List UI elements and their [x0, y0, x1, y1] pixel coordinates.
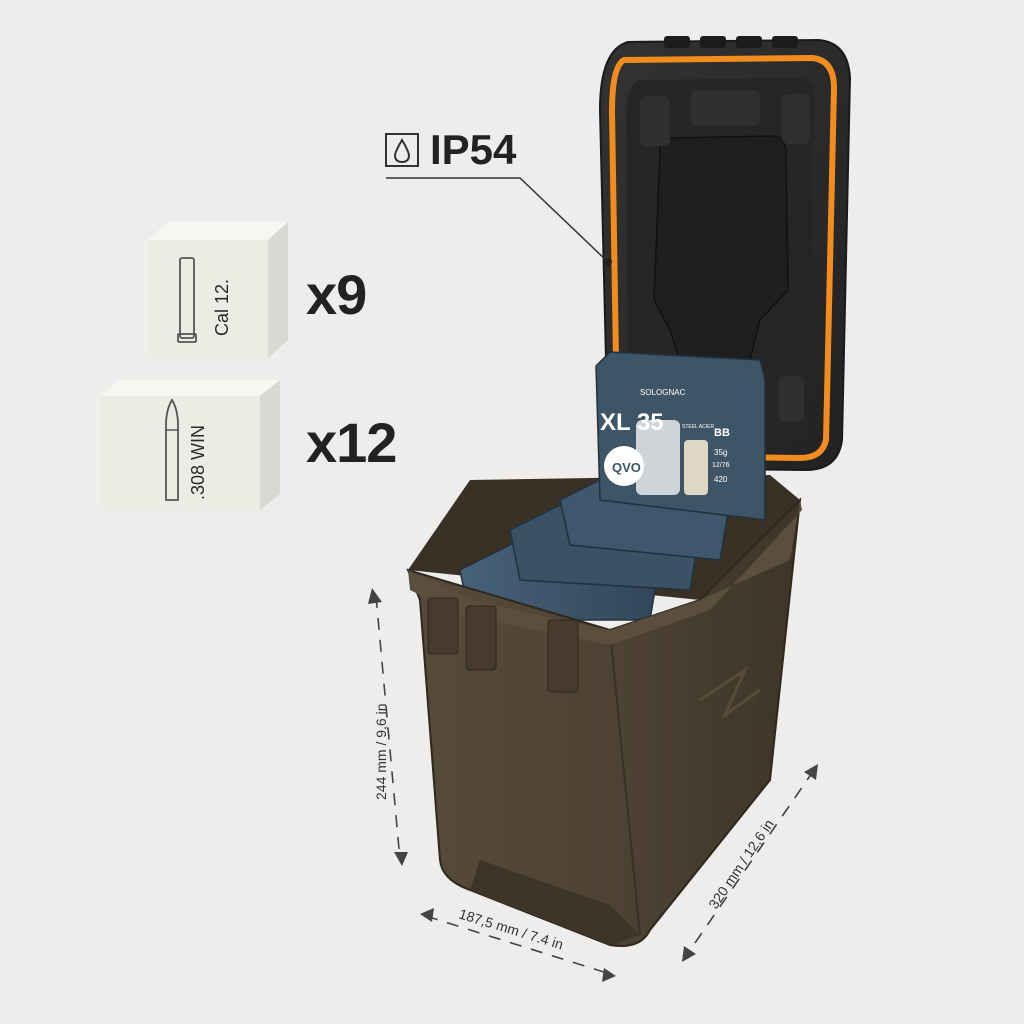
rifle-cartridge-icon: [165, 398, 179, 501]
ammo-steel-label: STEEL ACIER: [682, 424, 714, 430]
box-body: [406, 497, 802, 947]
depth-dimension: [682, 764, 818, 962]
width-dimension: [420, 908, 616, 982]
ammo-speed-label: 420: [714, 475, 728, 484]
orange-seal: [608, 54, 838, 462]
rifle-cartridge-cube: [100, 380, 280, 510]
ammo-brand-label: SOLOGNAC: [640, 388, 686, 397]
ammo-boxes-stack: [459, 351, 766, 621]
shotgun-shell-icon: [177, 257, 197, 343]
multiplier-308: x12: [306, 411, 397, 474]
ip-rating-label: IP54: [430, 126, 517, 173]
ammo-gauge-label: 12/76: [712, 462, 730, 469]
caliber-label-308: .308 WIN: [188, 425, 208, 500]
water-drop-icon: [385, 133, 419, 167]
height-dimension: [368, 588, 408, 866]
height-label: 244 mm / 9,6 in: [373, 704, 389, 801]
caliber-label-cal12: Cal 12.: [212, 279, 232, 336]
multiplier-cal12: x9: [306, 263, 367, 326]
ammo-shot-label: BB: [714, 427, 730, 439]
ip-rating-leader-line: [386, 177, 609, 263]
ammo-badge-label: QVO: [612, 460, 641, 475]
shotgun-shell-cube: [148, 222, 288, 358]
ammo-load-label: 35g: [714, 448, 727, 457]
ammo-model-label: XL 35: [600, 409, 664, 436]
